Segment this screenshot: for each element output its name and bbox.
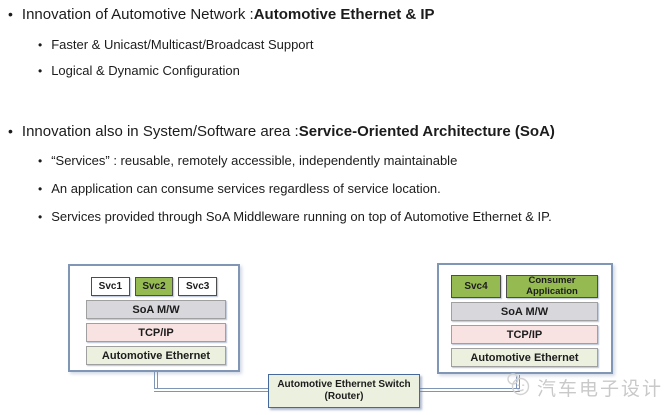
connector-right-vertical	[516, 375, 520, 388]
service-box-svc2: Svc2	[134, 277, 174, 296]
bullet-item: Faster & Unicast/Multicast/Broadcast Sup…	[38, 37, 313, 52]
layer-soa-middleware: SoA M/W	[86, 300, 226, 319]
bullet-item: Services provided through SoA Middleware…	[38, 209, 552, 224]
bullet-item: Logical & Dynamic Configuration	[38, 63, 240, 78]
connector-right-horizontal	[420, 388, 520, 392]
bullet-item: Innovation of Automotive Network : Autom…	[8, 6, 435, 23]
bullet-icon	[8, 123, 13, 139]
service-row: Svc4 Consumer Application	[451, 275, 598, 298]
bullet-icon	[38, 38, 42, 52]
bullet-icon	[38, 210, 42, 224]
connector-left-horizontal	[154, 388, 268, 392]
switch-label-line2: (Router)	[324, 391, 364, 402]
layer-tcp-ip: TCP/IP	[86, 323, 226, 342]
bullet-item: Innovation also in System/Software area …	[8, 123, 555, 140]
bullet-icon	[38, 182, 42, 196]
layer-tcp-ip: TCP/IP	[451, 325, 598, 344]
bullet-icon	[38, 154, 42, 168]
service-row: Svc1 Svc2 Svc3	[91, 277, 218, 296]
bullet-icon	[38, 64, 42, 78]
bullet-text-bold: Automotive Ethernet & IP	[253, 6, 435, 23]
wechat-logo-icon	[504, 371, 531, 404]
bullet-icon	[8, 6, 13, 22]
service-box-svc3: Svc3	[178, 277, 218, 296]
service-box-svc4: Svc4	[451, 275, 501, 298]
bullet-text: Services provided through SoA Middleware…	[51, 209, 552, 224]
connector-left-vertical	[154, 372, 158, 388]
bullet-text: Innovation of Automotive Network :	[21, 6, 254, 23]
service-box-svc1: Svc1	[91, 277, 130, 296]
layer-soa-middleware: SoA M/W	[451, 302, 598, 321]
switch-label-line1: Automotive Ethernet Switch	[277, 379, 411, 390]
bullet-text-bold: Service-Oriented Architecture (SoA)	[298, 123, 555, 140]
bullet-item: An application can consume services rega…	[38, 181, 441, 196]
bullet-text: Faster & Unicast/Multicast/Broadcast Sup…	[51, 37, 314, 52]
bullet-text: An application can consume services rega…	[51, 181, 441, 196]
bullet-item: “Services” : reusable, remotely accessib…	[38, 153, 457, 168]
watermark-text: 汽车电子设计	[537, 379, 664, 400]
layer-automotive-ethernet: Automotive Ethernet	[451, 348, 598, 367]
bullet-text: “Services” : reusable, remotely accessib…	[51, 153, 458, 168]
ethernet-switch-box: Automotive Ethernet Switch (Router)	[268, 374, 420, 408]
bullet-text: Innovation also in System/Software area …	[21, 123, 299, 140]
watermark: 汽车电子设计	[504, 371, 663, 404]
left-node-stack: Svc1 Svc2 Svc3 SoA M/W TCP/IP Automotive…	[68, 264, 240, 372]
right-node-stack: Svc4 Consumer Application SoA M/W TCP/IP…	[437, 263, 613, 374]
service-box-consumer-app: Consumer Application	[506, 275, 598, 298]
layer-automotive-ethernet: Automotive Ethernet	[86, 346, 226, 365]
bullet-text: Logical & Dynamic Configuration	[51, 63, 240, 78]
